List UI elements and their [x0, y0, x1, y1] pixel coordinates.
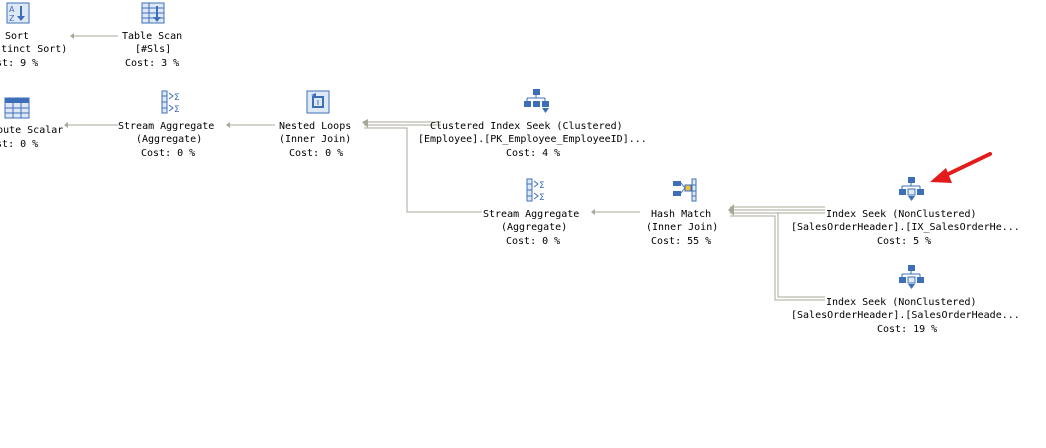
clustered-index-seek-icon: [522, 88, 552, 119]
plan-node-compute-scalar[interactable]: Compute Scalar Cost: 0 %: [0, 92, 68, 154]
node-subtitle: [SalesOrderHeader].[IX_SalesOrderHe...: [791, 222, 1020, 233]
node-title: Clustered Index Seek (Clustered): [430, 121, 623, 132]
svg-text:Z: Z: [9, 14, 15, 23]
node-subtitle: [Employee].[PK_Employee_EmployeeID]...: [418, 134, 647, 145]
nested-loops-icon: [305, 89, 333, 120]
node-cost: Cost: 5 %: [877, 236, 932, 247]
node-cost: Cost: 0 %: [0, 139, 39, 150]
node-title: Index Seek (NonClustered): [826, 209, 977, 220]
node-subtitle: [#Sls]: [135, 44, 172, 55]
node-title: Index Seek (NonClustered): [826, 297, 977, 308]
node-subtitle: (Aggregate): [136, 134, 203, 145]
node-subtitle: (Aggregate): [501, 222, 568, 233]
svg-text:Σ: Σ: [539, 193, 545, 203]
node-title: Stream Aggregate: [118, 121, 215, 132]
stream-aggregate-icon: Σ Σ: [525, 177, 551, 208]
svg-text:Σ: Σ: [539, 181, 545, 191]
node-title: Compute Scalar: [0, 125, 64, 136]
node-cost: Cost: 4 %: [506, 148, 561, 159]
node-subtitle: [SalesOrderHeader].[SalesOrderHeade...: [791, 310, 1020, 321]
compute-scalar-icon: [4, 94, 32, 125]
node-subtitle: (Inner Join): [646, 222, 719, 233]
node-title: Table Scan: [122, 31, 183, 42]
table-scan-icon: [141, 2, 167, 31]
svg-text:A: A: [9, 5, 15, 14]
node-cost: Cost: 3 %: [125, 58, 180, 69]
svg-text:Σ: Σ: [174, 105, 180, 115]
index-seek-icon: [897, 176, 927, 207]
node-subtitle: (Distinct Sort): [0, 44, 68, 55]
node-cost: Cost: 55 %: [651, 236, 712, 247]
plan-node-clustered-index-seek[interactable]: Clustered Index Seek (Clustered) [Employ…: [415, 88, 660, 160]
node-cost: Cost: 0 %: [141, 148, 196, 159]
plan-node-stream-aggregate-2[interactable]: Σ Σ Stream Aggregate (Aggregate) Cost: 0…: [483, 176, 595, 248]
svg-text:Σ: Σ: [174, 93, 180, 103]
index-seek-icon: [897, 264, 927, 295]
sort-icon: A Z: [6, 2, 32, 31]
node-title: Nested Loops: [279, 121, 352, 132]
plan-node-stream-aggregate-1[interactable]: Σ Σ Stream Aggregate (Aggregate) Cost: 0…: [118, 88, 230, 160]
plan-node-index-seek-2[interactable]: Index Seek (NonClustered) [SalesOrderHea…: [790, 264, 1035, 336]
plan-node-index-seek-1[interactable]: Index Seek (NonClustered) [SalesOrderHea…: [790, 176, 1035, 248]
connector-streamagg2-nestedloops: [364, 127, 482, 213]
stream-aggregate-icon: Σ Σ: [160, 89, 186, 120]
node-cost: Cost: 9 %: [0, 58, 39, 69]
node-subtitle: (Inner Join): [279, 134, 352, 145]
node-cost: Cost: 19 %: [877, 324, 938, 335]
plan-node-hash-match[interactable]: Hash Match (Inner Join) Cost: 55 %: [643, 176, 728, 248]
plan-node-sort[interactable]: A Z Sort (Distinct Sort) Cost: 9 %: [0, 0, 75, 72]
node-title: Stream Aggregate: [483, 209, 580, 220]
plan-node-nested-loops[interactable]: Nested Loops (Inner Join) Cost: 0 %: [275, 88, 365, 160]
node-title: Hash Match: [651, 209, 712, 220]
node-title: Sort: [5, 31, 30, 42]
node-cost: Cost: 0 %: [506, 236, 561, 247]
node-cost: Cost: 0 %: [289, 148, 344, 159]
connector-indexseek2-hashmatch: [730, 215, 825, 301]
plan-node-table-scan[interactable]: Table Scan [#Sls] Cost: 3 %: [115, 0, 195, 72]
hash-match-icon: [671, 177, 699, 208]
